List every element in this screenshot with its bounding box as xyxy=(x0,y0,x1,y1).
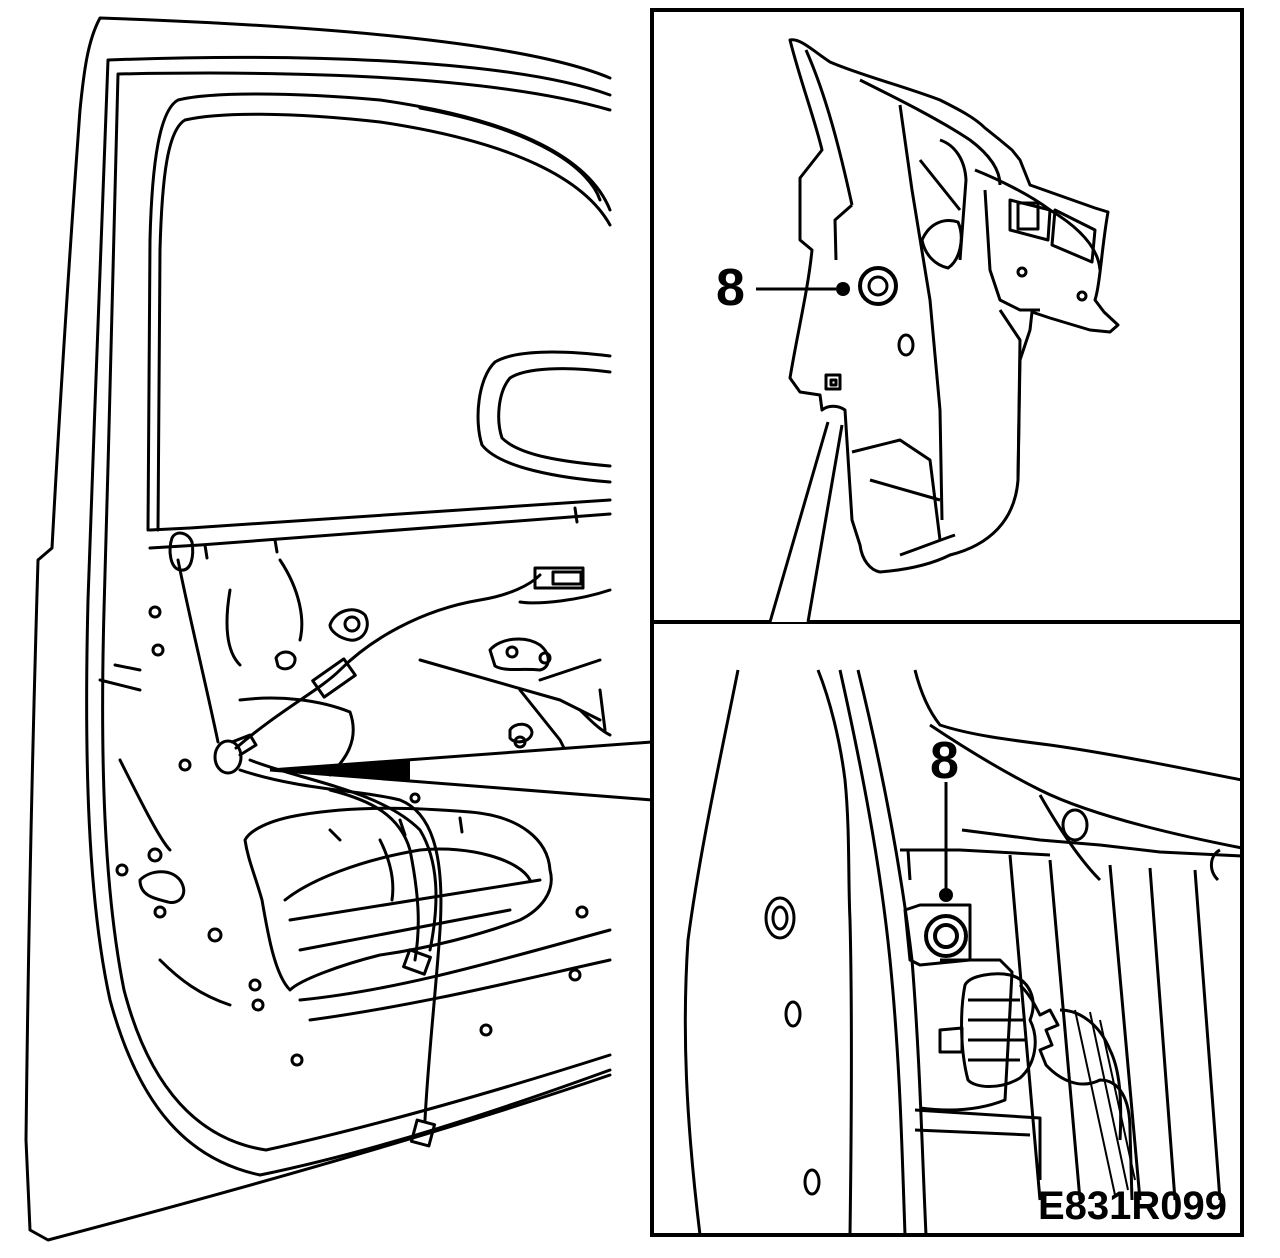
detail-link xyxy=(768,421,844,623)
door-outer-edge xyxy=(24,16,612,1242)
callout-upper: 8 xyxy=(716,259,850,317)
grommet xyxy=(213,739,243,775)
access-opening xyxy=(243,806,553,992)
window-frame xyxy=(146,92,612,532)
callout-lower: 8 xyxy=(930,732,959,902)
fastener-nut xyxy=(858,266,898,306)
door-inner-flange xyxy=(85,55,612,1177)
fastener-nut-lower xyxy=(924,914,968,958)
door-overview xyxy=(24,16,612,1242)
mirror-mount xyxy=(476,350,612,484)
panel-holes xyxy=(115,605,589,1067)
upper-detail-part xyxy=(788,38,1120,574)
wiring-harness xyxy=(176,558,542,750)
callout-label-lower: 8 xyxy=(930,732,959,790)
detail-frame-lower xyxy=(650,620,1244,1237)
belt-line xyxy=(148,498,612,560)
callout-label-upper: 8 xyxy=(716,259,745,317)
lower-detail-part xyxy=(683,669,1243,1236)
zoom-beam xyxy=(269,740,653,802)
figure-code: E831R099 xyxy=(1038,1184,1227,1228)
